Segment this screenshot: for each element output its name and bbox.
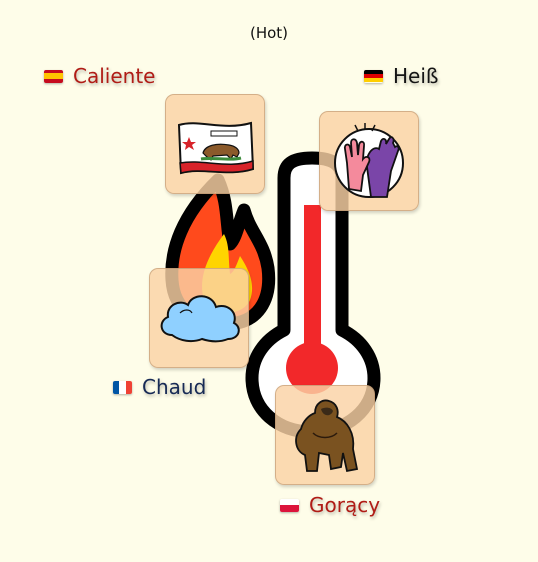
gorilla-icon — [295, 399, 359, 473]
high-five-tile — [319, 111, 419, 211]
translation-german-text: Heiß — [393, 64, 439, 88]
california-flag-icon — [177, 121, 255, 175]
california-flag-tile — [165, 94, 265, 194]
gorilla-tile — [275, 385, 375, 485]
translation-polish-text: Gorący — [309, 493, 381, 517]
cloud-icon — [160, 295, 240, 343]
france-flag-icon — [113, 380, 132, 394]
germany-flag-icon — [364, 69, 383, 83]
translation-polish: Gorący — [280, 493, 380, 517]
cloud-tile — [149, 268, 249, 368]
translation-spanish: Caliente — [44, 64, 155, 88]
caption: (Hot) — [249, 24, 289, 42]
translation-french: Chaud — [113, 375, 206, 399]
translation-spanish-text: Caliente — [73, 64, 156, 88]
spain-flag-icon — [44, 69, 63, 83]
poland-flag-icon — [280, 498, 299, 512]
translation-german: Heiß — [364, 64, 439, 88]
high-five-icon — [334, 123, 404, 198]
translation-french-text: Chaud — [142, 375, 207, 399]
